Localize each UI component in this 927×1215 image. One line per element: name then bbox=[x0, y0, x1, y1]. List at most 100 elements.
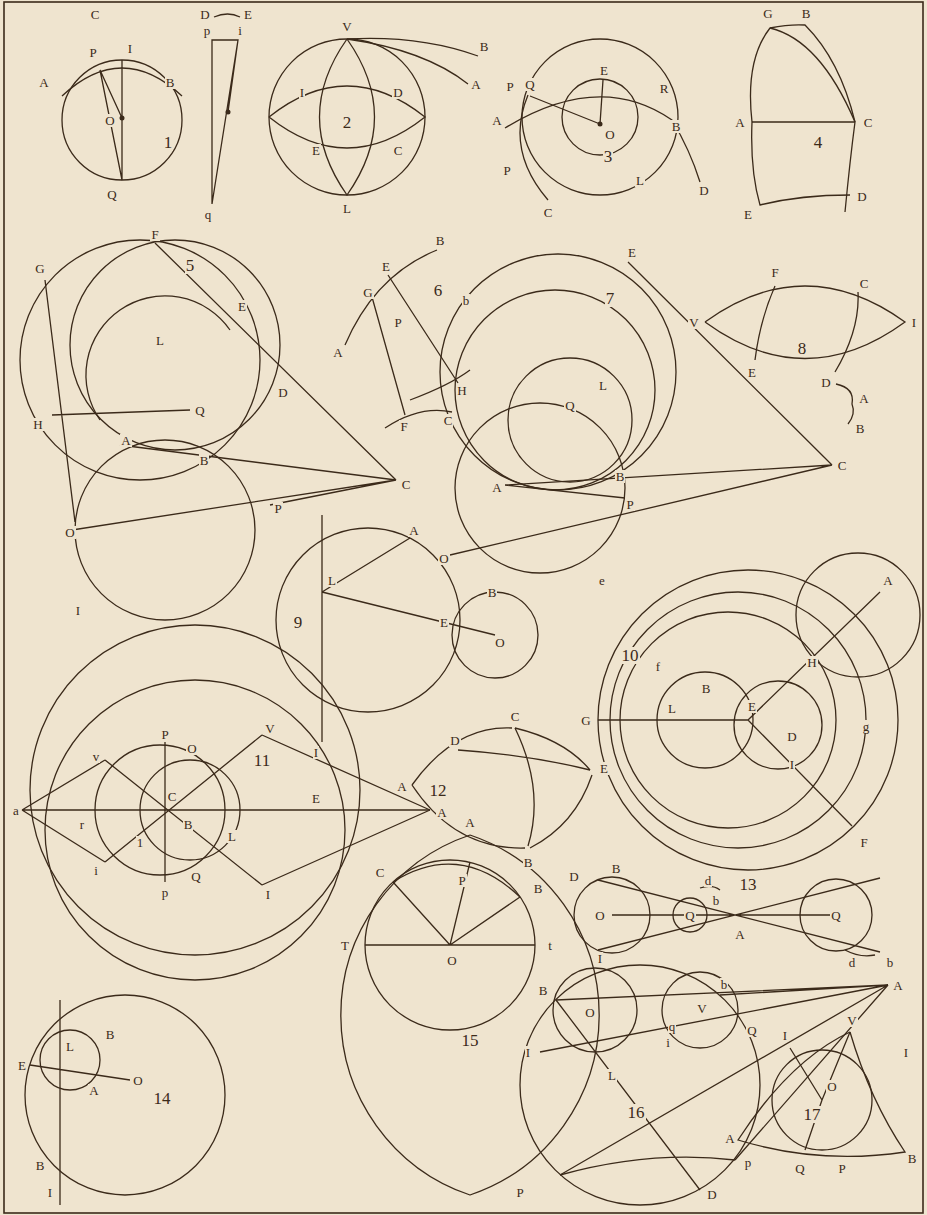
point-label: A bbox=[491, 481, 502, 494]
figure-13-drawing bbox=[574, 877, 880, 956]
point-label: C bbox=[443, 414, 454, 427]
figure-16-drawing-stroke bbox=[662, 972, 738, 1048]
figure-10-drawing bbox=[598, 553, 920, 870]
figure-8-drawing bbox=[705, 286, 905, 424]
point-label: H bbox=[806, 656, 817, 669]
point-label: B bbox=[671, 120, 682, 133]
point-label: E bbox=[17, 1059, 27, 1072]
figure-number: 16 bbox=[627, 1104, 646, 1121]
point-label: O bbox=[584, 1006, 595, 1019]
figure-7-drawing-stroke bbox=[455, 290, 655, 490]
point-label: E bbox=[381, 260, 391, 273]
figure-16-drawing-stroke bbox=[520, 965, 760, 1205]
figure-number: 9 bbox=[293, 614, 304, 631]
point-label: I bbox=[313, 746, 319, 759]
figure-16-drawing-stroke bbox=[540, 985, 888, 1175]
figure-3-drawing-stroke bbox=[520, 95, 548, 200]
figure-1-drawing-stroke bbox=[100, 60, 122, 180]
figure-1-drawing-stroke bbox=[62, 60, 182, 180]
point-label: P bbox=[273, 502, 282, 515]
point-label: F bbox=[150, 228, 159, 241]
point-label: p bbox=[161, 886, 170, 899]
point-label: I bbox=[597, 952, 603, 965]
figure-9-drawing-stroke bbox=[452, 592, 538, 678]
figure-3-drawing-stroke bbox=[598, 122, 603, 127]
point-label: C bbox=[837, 459, 848, 472]
point-label: D bbox=[706, 1188, 717, 1201]
point-label: B bbox=[855, 422, 866, 435]
figure-2-drawing bbox=[269, 38, 478, 195]
point-label: A bbox=[436, 806, 447, 819]
point-label: Q bbox=[794, 1162, 805, 1175]
figure-12-drawing-stroke bbox=[412, 728, 590, 785]
point-label: V bbox=[846, 1014, 857, 1027]
point-label: E bbox=[743, 208, 753, 221]
figure-5-drawing-stroke bbox=[75, 440, 255, 620]
point-label: B bbox=[183, 818, 194, 831]
figure-number: 12 bbox=[429, 782, 448, 799]
figure-number: 13 bbox=[739, 876, 758, 893]
figure-12-drawing bbox=[412, 728, 592, 848]
point-label: B bbox=[701, 682, 712, 695]
figure-3-drawing bbox=[505, 39, 700, 200]
figure-1-drawing bbox=[62, 14, 240, 204]
point-label: A bbox=[396, 780, 407, 793]
point-label: C bbox=[167, 790, 178, 803]
point-label: p bbox=[744, 1156, 753, 1169]
figure-6-drawing-stroke bbox=[345, 250, 437, 345]
point-label: E bbox=[311, 144, 321, 157]
figure-number: 11 bbox=[253, 752, 271, 769]
point-label: B bbox=[538, 984, 549, 997]
point-label: R bbox=[659, 82, 670, 95]
point-label: C bbox=[393, 144, 404, 157]
figure-2-drawing-stroke bbox=[269, 86, 425, 148]
point-label: E bbox=[747, 366, 757, 379]
point-label: i bbox=[665, 1036, 671, 1049]
point-label: q bbox=[668, 1020, 677, 1033]
figure-16-drawing bbox=[520, 965, 888, 1205]
point-label: E bbox=[439, 616, 449, 629]
point-label: b bbox=[720, 978, 729, 991]
point-label: B bbox=[615, 470, 626, 483]
figure-number: 6 bbox=[433, 282, 444, 299]
figure-14-drawing bbox=[25, 995, 225, 1205]
point-label: A bbox=[38, 76, 49, 89]
point-label: B bbox=[523, 856, 534, 869]
point-label: O bbox=[446, 954, 457, 967]
figure-9-drawing bbox=[276, 515, 538, 742]
point-label: P bbox=[625, 498, 634, 511]
point-label: I bbox=[782, 1029, 788, 1042]
point-label: I bbox=[127, 42, 133, 55]
point-label: V bbox=[696, 1002, 707, 1015]
point-label: e bbox=[598, 574, 606, 587]
point-label: g bbox=[862, 720, 871, 733]
point-label: B bbox=[611, 862, 622, 875]
figure-14-drawing-stroke bbox=[40, 1030, 100, 1090]
point-label: I bbox=[911, 316, 917, 329]
figure-1-drawing-stroke bbox=[212, 40, 238, 204]
figure-number: 1 bbox=[163, 134, 174, 151]
point-label: D bbox=[856, 190, 867, 203]
figure-number: 5 bbox=[185, 257, 196, 274]
point-label: O bbox=[826, 1080, 837, 1093]
figure-1-drawing-stroke bbox=[214, 14, 240, 17]
point-label: I bbox=[299, 86, 305, 99]
figure-10-drawing-stroke bbox=[598, 570, 898, 870]
figure-13-drawing-stroke bbox=[700, 886, 875, 955]
point-label: B bbox=[479, 40, 490, 53]
point-label: A bbox=[470, 78, 481, 91]
figure-1-drawing-stroke bbox=[120, 116, 125, 121]
point-label: L bbox=[65, 1040, 75, 1053]
point-label: O bbox=[494, 636, 505, 649]
point-label: I bbox=[525, 1046, 531, 1059]
point-label: F bbox=[399, 420, 408, 433]
figure-12-drawing-stroke bbox=[458, 728, 590, 846]
point-label: L bbox=[155, 334, 165, 347]
point-label: A bbox=[408, 524, 419, 537]
figure-11-drawing bbox=[22, 625, 430, 980]
point-label: P bbox=[393, 316, 402, 329]
point-label: A bbox=[120, 434, 131, 447]
figure-number: 4 bbox=[813, 134, 824, 151]
plate-frame bbox=[4, 2, 923, 1213]
figure-number: 17 bbox=[803, 1106, 822, 1123]
